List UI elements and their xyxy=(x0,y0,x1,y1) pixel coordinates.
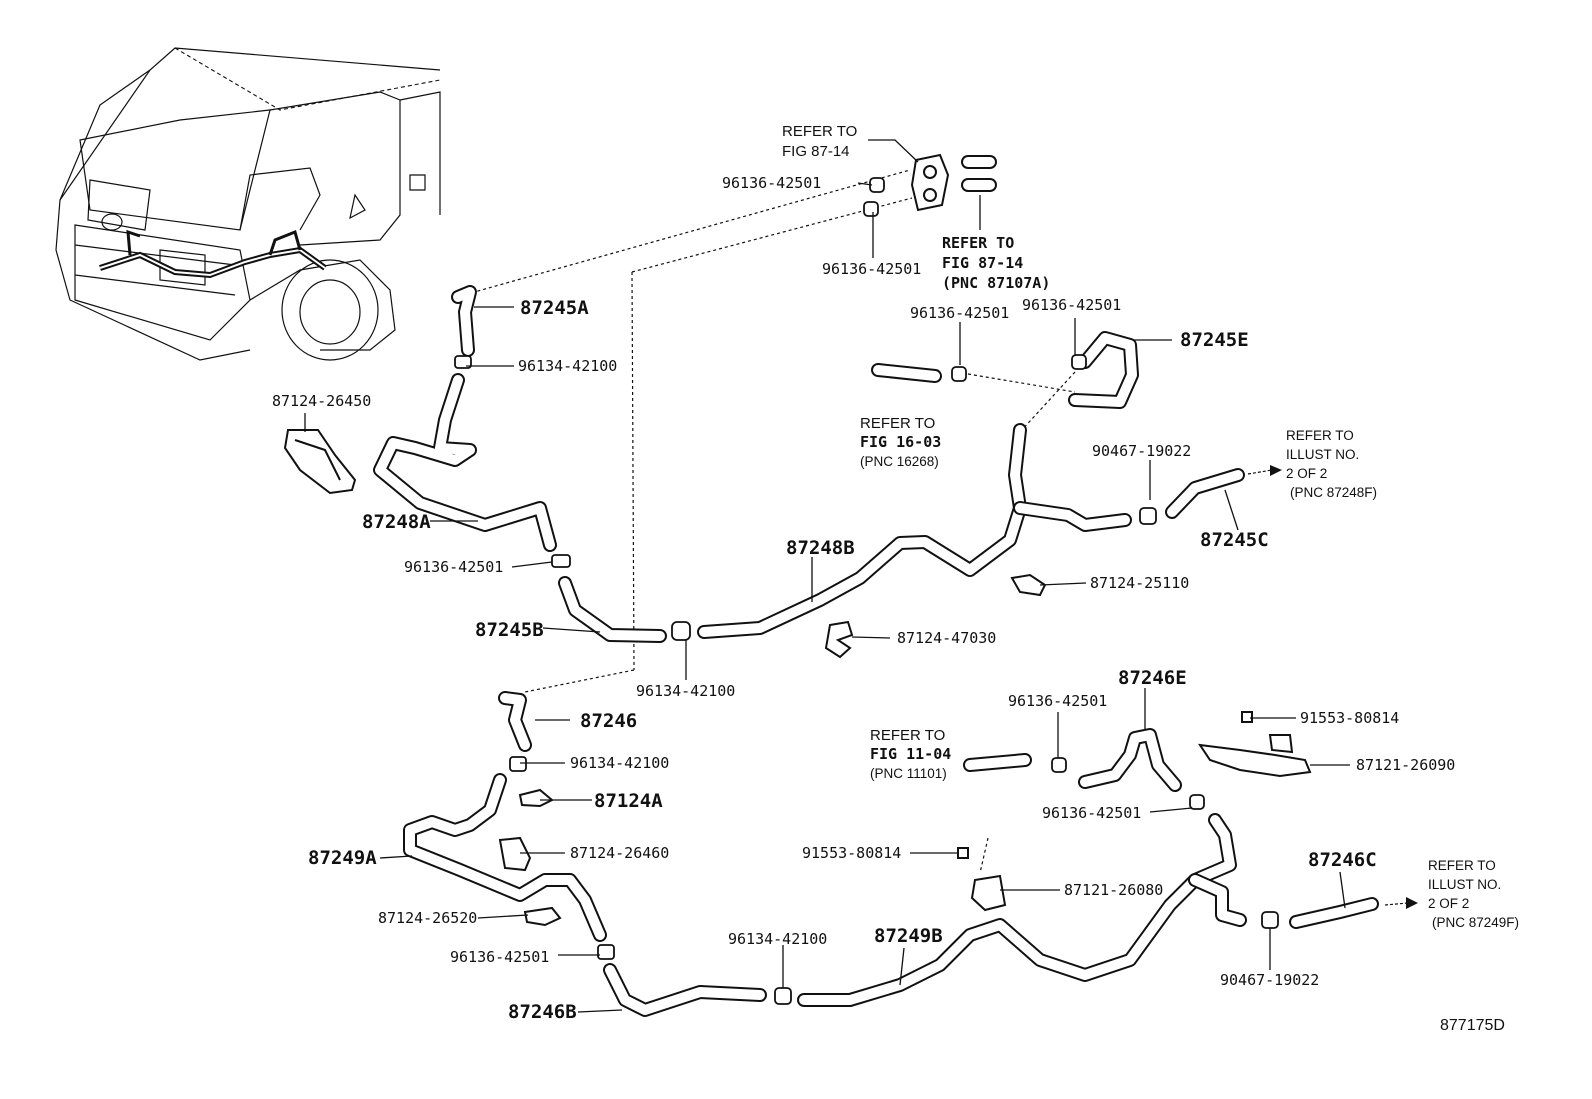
diagram-id: 877175D xyxy=(1440,1017,1505,1034)
label-96134-42100-d: 96134-42100 xyxy=(728,930,827,948)
label-87246: 87246 xyxy=(580,710,637,732)
label-90467-19022-b: 90467-19022 xyxy=(1220,971,1319,989)
ref-11-04-line1: REFER TO xyxy=(870,727,945,744)
clamp-90467-19022-b xyxy=(1261,911,1279,929)
clamp-90467-19022-a xyxy=(1139,507,1157,525)
ref-illust-2-line1: REFER TO xyxy=(1428,858,1496,873)
clamp-96134-42100-d xyxy=(774,987,792,1005)
ref-illust-2-line2: ILLUST NO. xyxy=(1428,877,1501,892)
ref-87-14-a-line1: REFER TO xyxy=(782,123,857,140)
clamp-96136-42501-c xyxy=(951,366,967,382)
label-87246E: 87246E xyxy=(1118,667,1187,689)
clamp-96136-42501-top2 xyxy=(863,201,879,217)
ref-87-14-b-line2: FIG 87-14 xyxy=(942,254,1023,272)
label-87124-26520: 87124-26520 xyxy=(378,909,477,927)
label-91553-80814-a: 91553-80814 xyxy=(1300,709,1399,727)
ref-11-04-line3: (PNC 11101) xyxy=(870,766,947,781)
label-87124-26450: 87124-26450 xyxy=(272,392,371,410)
ref-illust-1-line4: (PNC 87248F) xyxy=(1290,485,1377,500)
label-87245C: 87245C xyxy=(1200,529,1269,551)
clip-87124-26520 xyxy=(523,906,562,927)
label-96136-42501-d: 96136-42501 xyxy=(1022,296,1121,314)
part-labels: REFER TO FIG 87-14 96136-42501 96136-425… xyxy=(272,123,1519,1034)
label-87249B: 87249B xyxy=(874,925,943,947)
label-96136-42501-f: 96136-42501 xyxy=(1008,692,1107,710)
ref-illust-1-line2: ILLUST NO. xyxy=(1286,447,1359,462)
clamp-96136-42501-b xyxy=(551,554,571,568)
clip-87124-26460 xyxy=(498,836,532,872)
bracket-87121-26090 xyxy=(1197,743,1312,778)
clamp-96136-42501-f xyxy=(1051,757,1067,773)
clamp-96134-42100-c xyxy=(509,756,527,772)
label-96134-42100-a: 96134-42100 xyxy=(518,357,617,375)
ref-87-14-b-line1: REFER TO xyxy=(942,234,1014,252)
bolt-91553-80814-a xyxy=(1241,711,1253,723)
label-87246C: 87246C xyxy=(1308,849,1377,871)
ref-11-04-line2: FIG 11-04 xyxy=(870,745,951,763)
label-87124-25110: 87124-25110 xyxy=(1090,574,1189,592)
label-87121-26090: 87121-26090 xyxy=(1356,756,1455,774)
label-87245B: 87245B xyxy=(475,619,544,641)
ref-illust-1-line3: 2 OF 2 xyxy=(1286,466,1327,481)
ref-16-03-line2: FIG 16-03 xyxy=(860,433,941,451)
van-illustration xyxy=(55,47,441,361)
ref-illust-2-line3: 2 OF 2 xyxy=(1428,896,1469,911)
ref-16-03-line1: REFER TO xyxy=(860,415,935,432)
ref-illust-1-line1: REFER TO xyxy=(1286,428,1354,443)
label-87249A: 87249A xyxy=(308,847,377,869)
label-96136-42501-g: 96136-42501 xyxy=(1042,804,1141,822)
label-87121-26080: 87121-26080 xyxy=(1064,881,1163,899)
label-96136-42501-top1: 96136-42501 xyxy=(722,174,821,192)
heater-valve-connector xyxy=(910,153,950,212)
clamp-96136-42501-e xyxy=(597,944,615,960)
clamp-96136-42501-d xyxy=(1071,354,1087,370)
label-96134-42100-c: 96134-42100 xyxy=(570,754,669,772)
label-87124-47030: 87124-47030 xyxy=(897,629,996,647)
leader-lines xyxy=(304,139,1350,1013)
label-91553-80814-b: 91553-80814 xyxy=(802,844,901,862)
label-96136-42501-c: 96136-42501 xyxy=(910,304,1009,322)
label-87124-26460: 87124-26460 xyxy=(570,844,669,862)
label-87248B: 87248B xyxy=(786,537,855,559)
label-87245A: 87245A xyxy=(520,297,589,319)
clamp-96134-42100-a xyxy=(454,355,472,369)
hoses xyxy=(373,155,1379,1017)
label-87248A: 87248A xyxy=(362,511,431,533)
clip-87124-25110 xyxy=(1010,573,1047,597)
label-90467-19022-a: 90467-19022 xyxy=(1092,442,1191,460)
ref-16-03-line3: (PNC 16268) xyxy=(860,454,939,469)
bolt-91553-80814-b xyxy=(957,847,969,859)
clamp-96134-42100-b xyxy=(671,621,691,641)
holder-87124-26450 xyxy=(283,429,357,495)
clip-87124-47030 xyxy=(824,620,854,659)
bracket-87121-26080 xyxy=(970,874,1007,912)
clip-87124A xyxy=(518,788,554,808)
label-96136-42501-b: 96136-42501 xyxy=(404,558,503,576)
continuation-arrows xyxy=(1247,465,1418,909)
clamps xyxy=(283,153,1312,1005)
label-96136-42501-top2: 96136-42501 xyxy=(822,260,921,278)
ref-illust-2-line4: (PNC 87249F) xyxy=(1432,915,1519,930)
label-87245E: 87245E xyxy=(1180,329,1249,351)
clamp-96136-42501-g xyxy=(1189,794,1205,810)
clamp-96136-42501-top1 xyxy=(869,177,885,193)
ref-87-14-b-line3: (PNC 87107A) xyxy=(942,274,1050,292)
label-87246B: 87246B xyxy=(508,1001,577,1023)
label-96134-42100-b: 96134-42100 xyxy=(636,682,735,700)
ref-87-14-a-line2: FIG 87-14 xyxy=(782,143,850,160)
label-96136-42501-e: 96136-42501 xyxy=(450,948,549,966)
label-87124A: 87124A xyxy=(594,790,663,812)
